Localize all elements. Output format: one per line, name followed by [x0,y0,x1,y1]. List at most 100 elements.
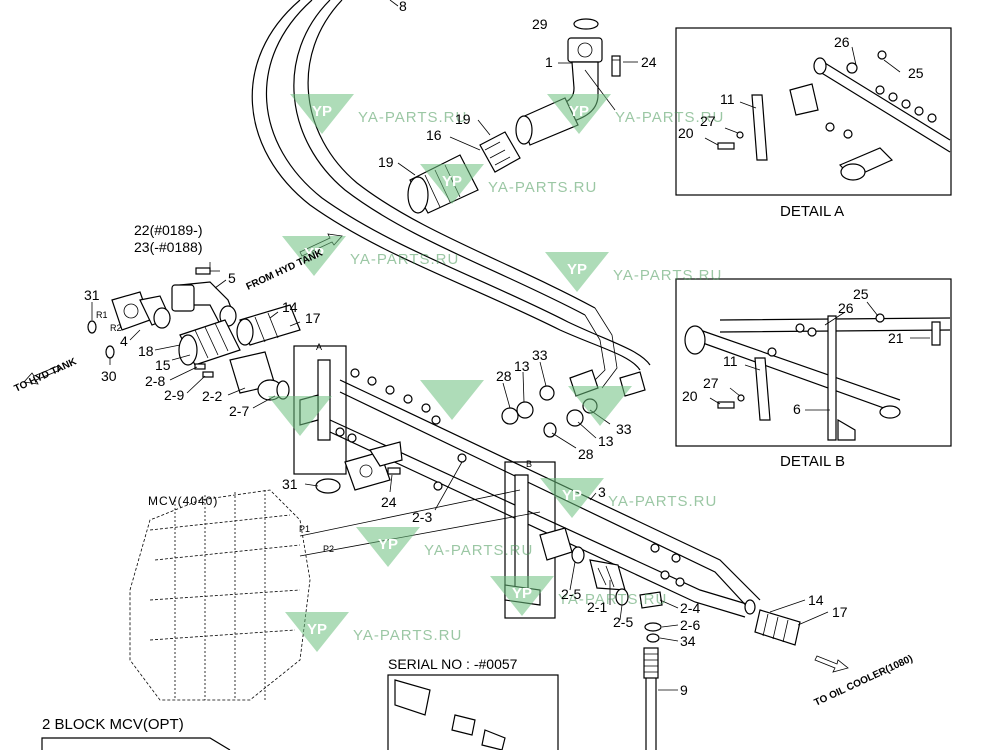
label-30: 30 [101,368,117,384]
watermark: YP YA-PARTS.RU [285,612,462,652]
label-23: 23(-#0188) [134,239,203,255]
svg-text:YP: YP [442,173,462,190]
flange-assembly-31-24[interactable] [315,441,403,494]
label-2-1: 2-1 [587,599,607,615]
label-15: 15 [155,357,171,373]
hose-fitting-14-17a[interactable] [236,304,301,346]
watermark: YP YA-PARTS.RU [282,236,459,276]
label-2-3: 2-3 [412,509,432,525]
label-16: 16 [426,127,442,143]
svg-text:YA-PARTS.RU: YA-PARTS.RU [558,591,667,608]
o-ring-29[interactable] [573,18,599,30]
label-2-4: 2-4 [680,600,700,616]
label-33: 33 [532,347,548,363]
label-5: 5 [228,270,236,286]
mcv-valve [129,489,541,701]
svg-text:YA-PARTS.RU: YA-PARTS.RU [350,251,459,268]
label-33: 33 [616,421,632,437]
label-13: 13 [598,433,614,449]
svg-text:YA-PARTS.RU: YA-PARTS.RU [358,109,467,126]
watermark: YP YA-PARTS.RU [290,94,467,134]
detail-a-box [675,27,952,196]
label-r1: R1 [96,310,108,320]
screws-2-8-2-9[interactable] [194,363,214,378]
elbow-pipe-1[interactable] [515,37,616,146]
watermark: YP YA-PARTS.RU [547,94,724,134]
label-22: 22(#0189-) [134,222,203,238]
label-18: 18 [138,343,154,359]
label-2-8: 2-8 [145,373,165,389]
label-24: 24 [641,54,657,70]
serial-inset [387,674,559,750]
detail-b-box [675,278,952,447]
watermark [268,396,332,436]
detail-b-label-20: 20 [682,388,698,404]
svg-text:YA-PARTS.RU: YA-PARTS.RU [615,109,724,126]
watermark [420,380,484,420]
adapter-2-2[interactable] [229,351,290,401]
label-2-5: 2-5 [561,586,581,602]
label-17: 17 [832,604,848,620]
watermark [568,386,632,426]
watermark: YP YA-PARTS.RU [545,252,722,292]
mcv-caption: MCV(4040) [148,494,218,508]
detail-b-label-21: 21 [888,330,904,346]
label-a: A [316,342,322,352]
part-labels: 8 29 1 24 19 16 19 22(#0189-) 23(-#0188)… [84,0,924,698]
label-13: 13 [514,358,530,374]
serial-caption: SERIAL NO : -#0057 [388,656,518,672]
detail-a-label-20: 20 [678,125,694,141]
label-28: 28 [496,368,512,384]
return-hose-loop [251,0,651,389]
bolt-22-23[interactable] [195,267,220,275]
label-1: 1 [545,54,553,70]
label-4: 4 [120,333,128,349]
label-24: 24 [381,494,397,510]
detail-b-label-26: 26 [838,300,854,316]
detail-a-label-26: 26 [834,34,850,50]
svg-text:YP: YP [312,103,332,120]
svg-text:YP: YP [562,487,582,504]
label-17: 17 [305,310,321,326]
label-31: 31 [84,287,100,303]
fittings-2-1-2-5[interactable] [539,527,663,643]
label-3: 3 [598,484,606,500]
svg-text:YP: YP [307,621,327,638]
hose-fitting-14-17b[interactable] [744,599,801,646]
svg-text:YP: YP [567,261,587,278]
bolt-24a[interactable] [611,55,621,77]
label-2-2: 2-2 [202,388,222,404]
tube-fittings[interactable] [335,368,685,587]
svg-text:YA-PARTS.RU: YA-PARTS.RU [613,267,722,284]
label-p1: P1 [299,524,310,534]
label-19: 19 [455,111,471,127]
detail-b-caption: DETAIL B [780,453,845,470]
svg-text:YA-PARTS.RU: YA-PARTS.RU [353,627,462,644]
watermark: YP YA-PARTS.RU [490,576,667,616]
flange-4[interactable] [111,291,171,331]
hose-fitting-18-15[interactable] [178,319,241,366]
label-14: 14 [282,299,298,315]
detail-a-label-27: 27 [700,113,716,129]
svg-text:YA-PARTS.RU: YA-PARTS.RU [424,542,533,559]
label-b: B [526,459,532,469]
watermark: YP YA-PARTS.RU [540,478,716,518]
captions: DETAIL A DETAIL B MCV(4040) SERIAL NO : … [42,203,845,733]
label-2-5: 2-5 [613,614,633,630]
label-2-6: 2-6 [680,617,700,633]
svg-text:YP: YP [512,585,532,602]
label-19: 19 [378,154,394,170]
watermarks: YP YA-PARTS.RU YP YA-PARTS.RU YP YA-PART… [268,94,724,652]
watermark: YP YA-PARTS.RU [420,164,596,204]
label-r2: R2 [110,323,122,333]
detail-b-label-25: 25 [853,286,869,302]
detail-b-label-27: 27 [703,375,719,391]
o-rings-31-30[interactable] [87,320,115,359]
detail-a-caption: DETAIL A [780,203,844,220]
label-28: 28 [578,446,594,462]
hose-9[interactable] [643,647,659,750]
svg-text:YP: YP [569,103,589,120]
label-9: 9 [680,682,688,698]
suction-pipe-5[interactable] [171,281,237,327]
